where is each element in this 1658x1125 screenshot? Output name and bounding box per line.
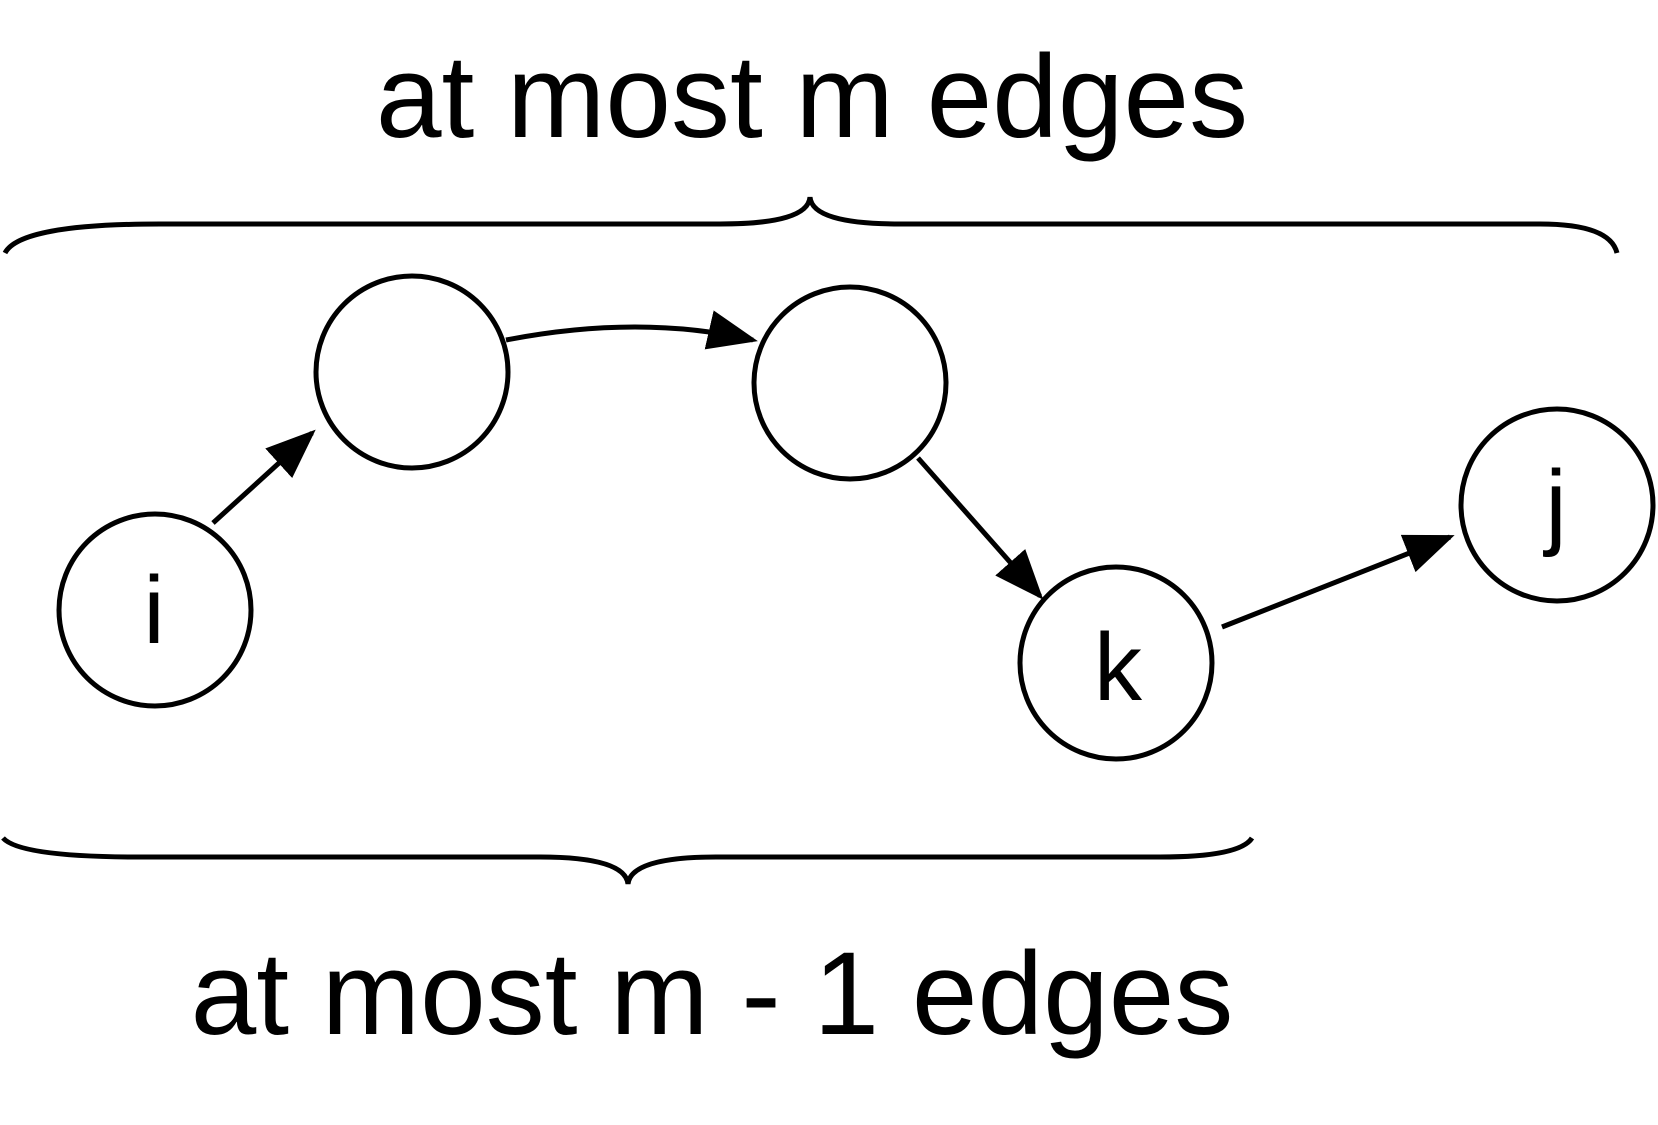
node-j-label: j (1542, 451, 1566, 558)
node-2 (313, 273, 511, 471)
top-brace (2, 196, 1620, 255)
node-i: i (56, 511, 254, 709)
node-i-label: i (143, 557, 164, 664)
edge-k-to-j (1221, 534, 1455, 630)
node-k: k (1017, 564, 1215, 762)
node-3 (751, 284, 949, 482)
edge-node3-to-k (916, 456, 1044, 600)
node-j: j (1458, 406, 1656, 604)
edge-i-to-node2 (211, 429, 316, 525)
bottom-brace (1, 836, 1255, 885)
edge-node2-to-node3 (505, 310, 758, 350)
bottom-caption: at most m - 1 edges (191, 928, 1234, 1060)
top-caption: at most m edges (376, 31, 1248, 163)
node-k-label: k (1094, 614, 1143, 721)
